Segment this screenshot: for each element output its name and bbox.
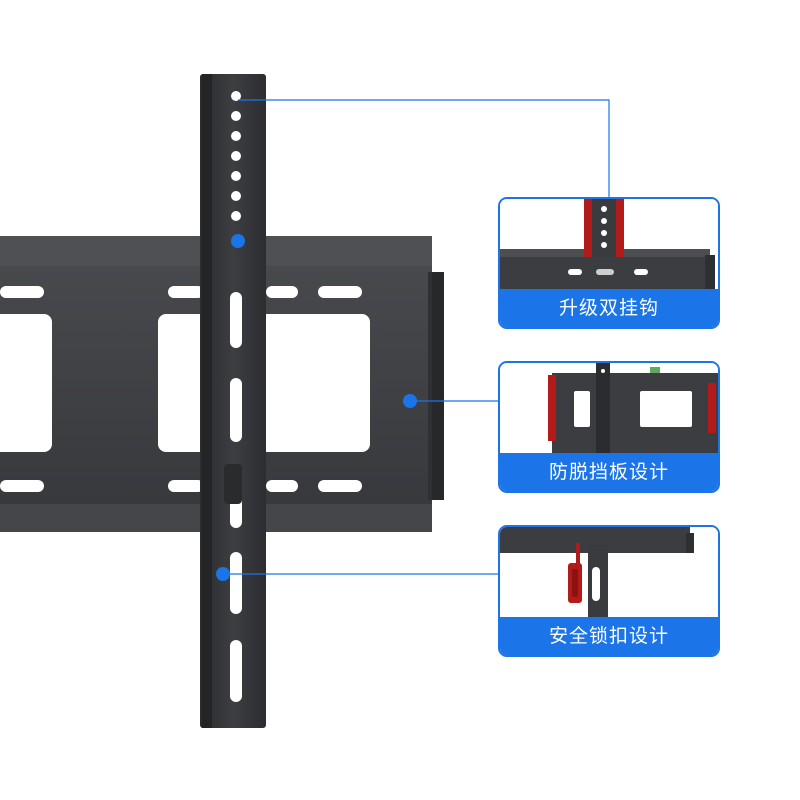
marker-dot-hook: [231, 234, 245, 248]
vertical-arm: [200, 74, 266, 728]
feature-callout-dual-hook: 升级双挂钩: [498, 197, 720, 329]
dual-hook-detail-image: [500, 199, 718, 293]
marker-dot-baffle: [403, 394, 417, 408]
marker-dot-lock: [216, 567, 230, 581]
callout-leader-lines: [223, 99, 610, 575]
feature-callout-safety-lock: 安全锁扣设计: [498, 525, 720, 657]
feature-label-dual-hook: 升级双挂钩: [500, 289, 718, 327]
safety-lock-detail-image: [500, 527, 718, 621]
feature-label-safety-lock: 安全锁扣设计: [500, 617, 718, 655]
anti-drop-baffle-detail-image: [500, 363, 718, 457]
feature-label-anti-drop-baffle: 防脱挡板设计: [500, 453, 718, 491]
feature-callout-anti-drop-baffle: 防脱挡板设计: [498, 361, 720, 493]
